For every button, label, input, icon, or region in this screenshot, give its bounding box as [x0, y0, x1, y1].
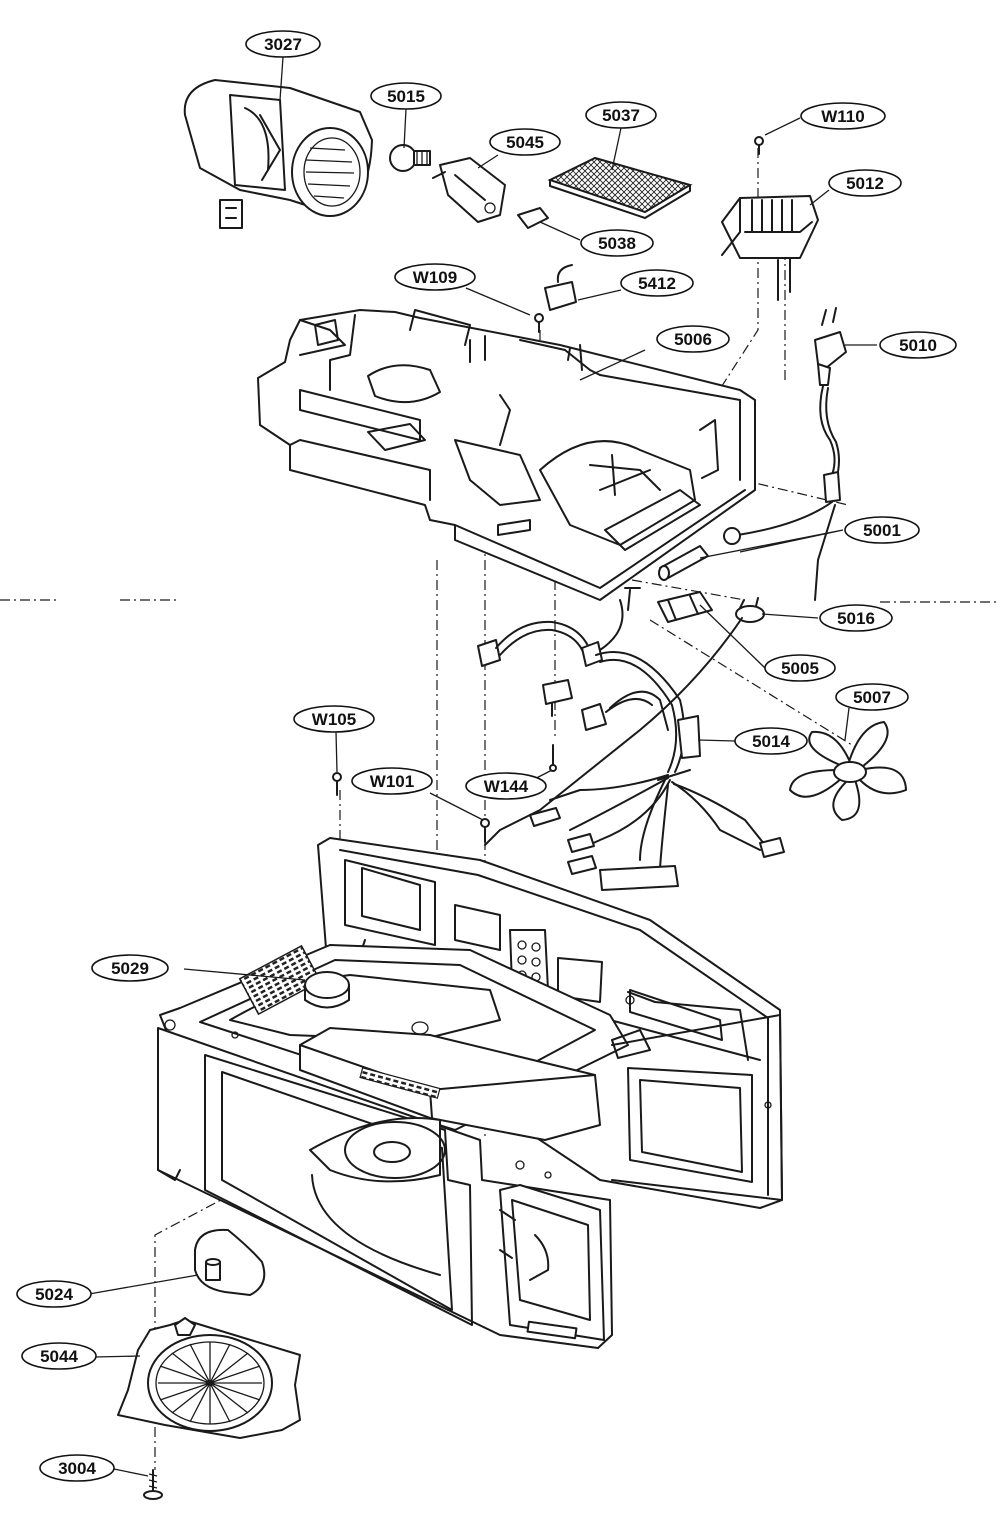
callout-label-5038: 5038 — [598, 234, 636, 253]
callout-5014: 5014 — [734, 727, 808, 755]
callout-5045: 5045 — [489, 128, 561, 156]
callout-label-5005: 5005 — [781, 659, 819, 678]
callout-label-3004: 3004 — [58, 1459, 96, 1478]
clip-part — [517, 207, 549, 229]
callout-label-5037: 5037 — [602, 106, 640, 125]
screw-3004-part — [143, 1469, 163, 1500]
callout-5412: 5412 — [620, 269, 694, 297]
screw-w110-part — [754, 136, 764, 155]
callout-label-w110: W110 — [821, 107, 864, 126]
wire-harness-part — [477, 587, 785, 891]
screw-w144-part — [549, 744, 557, 772]
callout-label-5029: 5029 — [111, 959, 149, 978]
callout-5037: 5037 — [585, 101, 657, 129]
fan-blade-part — [789, 721, 907, 821]
screw-w105-part — [332, 772, 342, 796]
callout-label-5014: 5014 — [752, 732, 790, 751]
thermostat-part — [735, 597, 765, 623]
callout-label-5010: 5010 — [899, 336, 937, 355]
callout-label-3027: 3027 — [264, 35, 302, 54]
coupler-part — [194, 1228, 266, 1296]
lamp-socket-part — [432, 157, 506, 223]
callout-label-5001: 5001 — [863, 521, 901, 540]
callout-label-5412: 5412 — [638, 274, 676, 293]
screw-w101-part — [480, 818, 490, 843]
callout-5005: 5005 — [764, 654, 836, 682]
callout-label-5044: 5044 — [40, 1347, 78, 1366]
callout-5044: 5044 — [21, 1342, 97, 1370]
callout-5029: 5029 — [91, 954, 169, 982]
callout-3004: 3004 — [39, 1454, 115, 1482]
callout-label-w109: W109 — [413, 268, 457, 287]
callout-label-w105: W105 — [312, 710, 356, 729]
callout-5016: 5016 — [819, 604, 893, 632]
motor-cover-part — [117, 1317, 301, 1439]
callout-5007: 5007 — [835, 683, 909, 711]
air-guide-plate-part — [257, 309, 756, 601]
callout-5001: 5001 — [844, 516, 920, 544]
lamp-bulb-part — [389, 144, 431, 172]
callout-label-5015: 5015 — [387, 87, 425, 106]
callout-5024: 5024 — [16, 1280, 92, 1308]
callout-w109: W109 — [394, 263, 476, 291]
callout-5010: 5010 — [879, 331, 957, 359]
leader-lines — [88, 56, 877, 1477]
callout-label-5016: 5016 — [837, 609, 875, 628]
oven-cavity-chassis-part — [157, 837, 783, 1349]
switch-part — [544, 264, 577, 311]
screw-w109-part — [534, 313, 544, 333]
callout-label-w101: W101 — [370, 772, 414, 791]
callout-5038: 5038 — [580, 229, 654, 257]
callout-5006: 5006 — [656, 325, 730, 353]
callout-w110: W110 — [800, 102, 886, 130]
callout-label-w144: W144 — [484, 777, 529, 796]
callout-w101: W101 — [351, 767, 433, 795]
callout-label-5007: 5007 — [853, 688, 891, 707]
callout-w144: W144 — [465, 772, 547, 800]
callouts: 3027 5015 5045 5037 W110 5012 5038 W109 — [16, 30, 957, 1482]
callout-label-5012: 5012 — [846, 174, 884, 193]
callout-3027: 3027 — [245, 30, 321, 58]
callout-5015: 5015 — [370, 82, 442, 110]
callout-label-5006: 5006 — [674, 330, 712, 349]
transformer-part — [721, 195, 819, 301]
blower-housing-part — [183, 79, 373, 229]
grease-filter-part — [547, 156, 693, 219]
callout-w105: W105 — [293, 705, 375, 733]
callout-label-5045: 5045 — [506, 133, 544, 152]
callout-5012: 5012 — [828, 169, 902, 197]
callout-label-5024: 5024 — [35, 1285, 73, 1304]
power-cord-part — [723, 307, 847, 601]
